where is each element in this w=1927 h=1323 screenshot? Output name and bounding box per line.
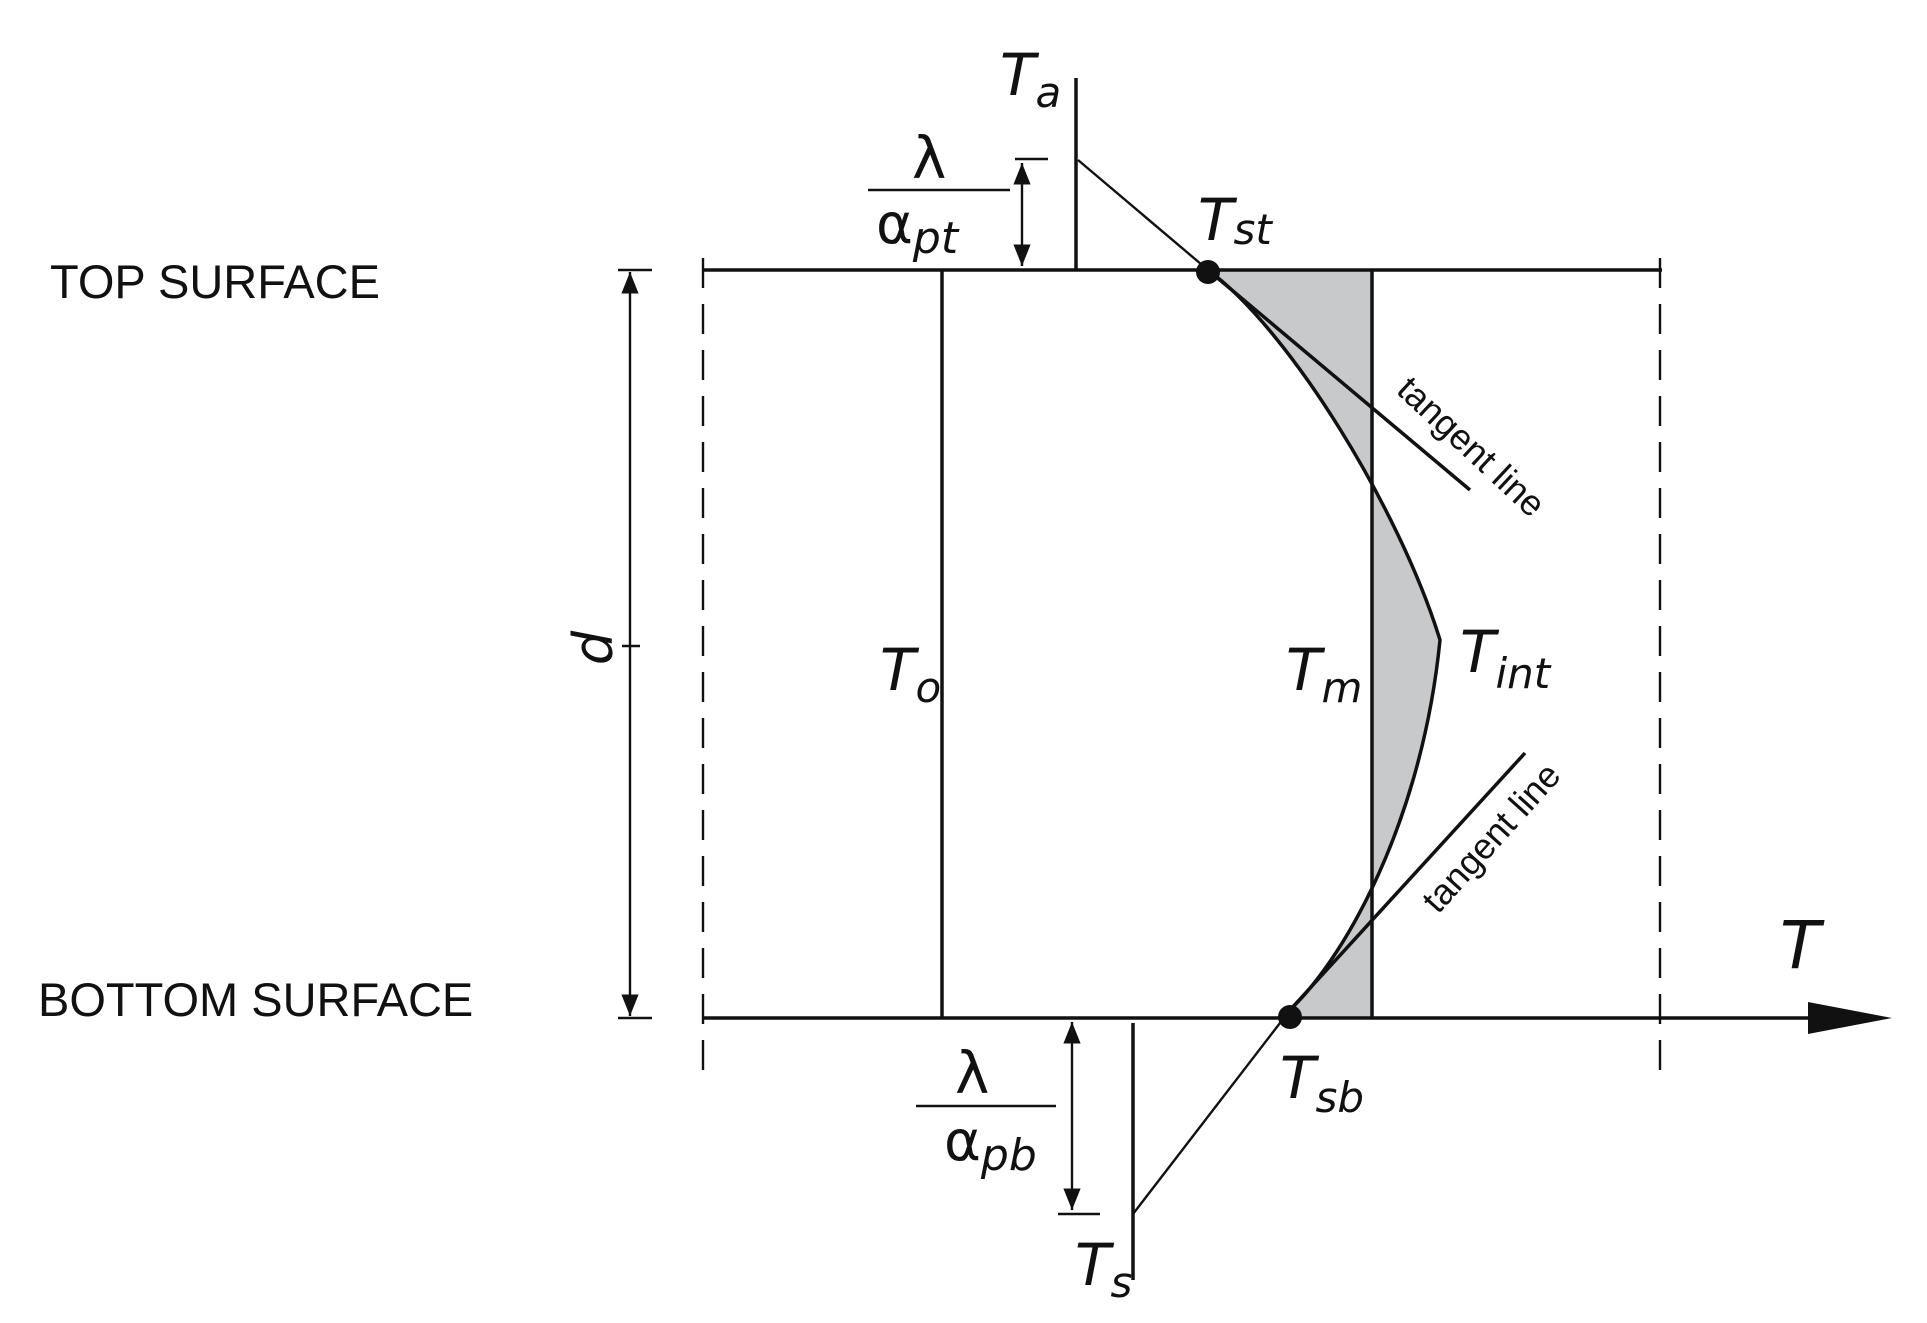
thickness-label: d bbox=[562, 630, 625, 665]
top-construction-line bbox=[1077, 159, 1209, 271]
mean-temperature-label: Tm bbox=[1286, 636, 1362, 712]
top-tangent-line bbox=[1206, 268, 1472, 492]
temperature-distribution-curve bbox=[1206, 268, 1442, 1020]
top-surface-temperature-point bbox=[1196, 260, 1220, 284]
t-axis-arrowhead bbox=[1808, 1002, 1892, 1034]
tangent-line-top-label: tangent line bbox=[1390, 368, 1554, 525]
bottom-surface-label: BOTTOM SURFACE bbox=[38, 973, 473, 1026]
interior-temperature-label: Tint bbox=[1460, 618, 1552, 698]
shaded-region bbox=[1208, 270, 1440, 1018]
ambient-top-temperature-label: Ta bbox=[1000, 41, 1061, 117]
lambda-bottom-label: λ bbox=[955, 1039, 989, 1107]
top-surface-label: TOP SURFACE bbox=[50, 255, 380, 308]
initial-temperature-label: To bbox=[880, 636, 941, 712]
bottom-surface-temperature-label: Tsb bbox=[1280, 1044, 1364, 1122]
ambient-bottom-temperature-label: Ts bbox=[1075, 1231, 1132, 1307]
alpha-bottom-label: αpb bbox=[944, 1109, 1037, 1181]
bottom-construction-line bbox=[1132, 1009, 1291, 1215]
bottom-surface-temperature-point bbox=[1278, 1005, 1302, 1029]
tangent-line-bottom-label: tangent line bbox=[1413, 755, 1568, 921]
bottom-tangent-line bbox=[1288, 751, 1527, 1012]
top-surface-temperature-label: Tst bbox=[1198, 186, 1273, 254]
alpha-top-label: αpt bbox=[876, 192, 960, 264]
t-axis-label: T bbox=[1780, 907, 1825, 984]
lambda-top-label: λ bbox=[912, 124, 946, 192]
